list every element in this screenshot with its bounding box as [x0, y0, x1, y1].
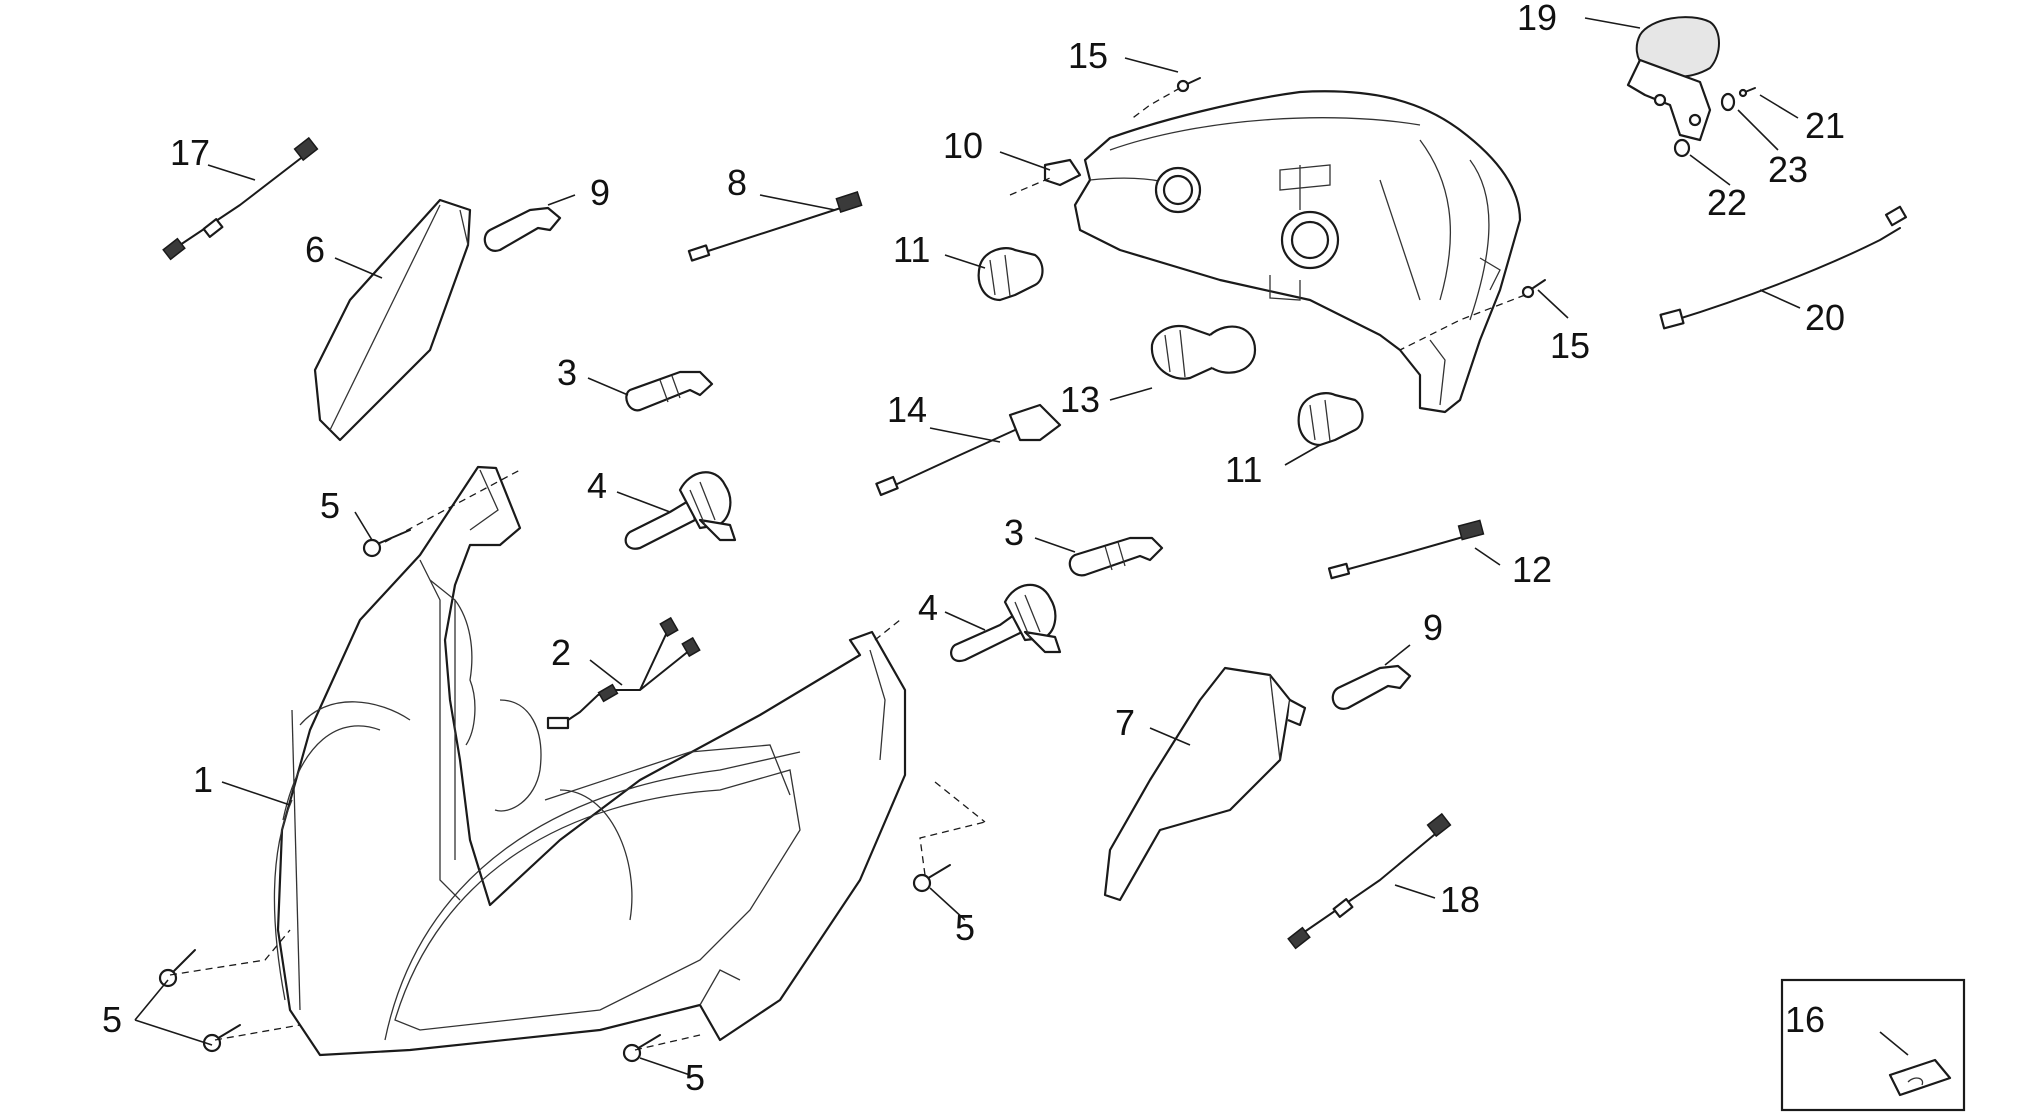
callout-4b: 4 — [918, 587, 938, 628]
callout-16: 16 — [1785, 999, 1825, 1040]
wire-8 — [687, 190, 863, 262]
stop-light-bulb — [1150, 324, 1257, 380]
headlight-housing — [273, 465, 907, 1057]
callout-22: 22 — [1707, 182, 1747, 223]
wire-12 — [1327, 519, 1485, 580]
assembly-lines — [169, 87, 1526, 1051]
callout-11a: 11 — [893, 229, 930, 270]
callout-20: 20 — [1805, 297, 1845, 338]
callout-9b: 9 — [1423, 607, 1443, 648]
screw-right-side — [1521, 279, 1546, 299]
indicator-lens-right — [1103, 666, 1307, 902]
callout-5d: 5 — [955, 907, 975, 948]
wiring-harness — [546, 616, 701, 730]
callout-9a: 9 — [590, 172, 610, 213]
callout-13: 13 — [1060, 379, 1100, 420]
callout-17: 17 — [170, 132, 210, 173]
callout-21: 21 — [1805, 105, 1845, 146]
callout-10: 10 — [943, 125, 983, 166]
callout-12: 12 — [1512, 549, 1552, 590]
indicator-bulb-lower — [1331, 664, 1412, 710]
screw-lower-center — [622, 1034, 661, 1063]
callout-2: 2 — [551, 632, 571, 673]
wire-14 — [875, 403, 1062, 497]
indicator-lens-left — [313, 198, 472, 442]
indicator-bulb-upper — [483, 206, 562, 252]
callout-4a: 4 — [587, 465, 607, 506]
bulb-socket-upper — [977, 247, 1044, 302]
small-screw-21 — [1738, 87, 1756, 98]
screw-upper-left — [362, 529, 411, 558]
callout-labels: 1 2 3 3 4 4 5 5 5 5 6 7 8 9 9 10 11 11 1… — [102, 0, 1845, 1098]
headlight-bulb-upper — [624, 471, 737, 550]
rear-housing — [1043, 90, 1522, 414]
callout-1: 1 — [193, 759, 213, 800]
screw-right-middle — [912, 864, 951, 893]
inset-box — [1780, 978, 1966, 1112]
callout-15a: 15 — [1068, 35, 1108, 76]
callout-11b: 11 — [1225, 449, 1262, 490]
nut-22 — [1673, 138, 1691, 158]
callout-6: 6 — [305, 229, 325, 270]
callout-5c: 5 — [685, 1057, 705, 1098]
screw-lower-left-1 — [158, 949, 196, 988]
screw-lower-left-2 — [202, 1024, 241, 1053]
callout-3b: 3 — [1004, 512, 1024, 553]
callout-5b: 5 — [102, 999, 122, 1040]
callout-23: 23 — [1768, 149, 1808, 190]
license-plate-light — [1626, 16, 1720, 142]
leader-lines — [134, 17, 1909, 1076]
wire-18 — [1287, 812, 1452, 950]
bulb-socket-lower — [1297, 392, 1364, 447]
bulb-small-upper — [625, 370, 714, 412]
callout-3a: 3 — [557, 352, 577, 393]
wire-20 — [1659, 205, 1908, 330]
headlight-bulb-lower — [950, 583, 1062, 663]
bulb-small-lower — [1068, 536, 1164, 577]
callout-15b: 15 — [1550, 325, 1590, 366]
callout-19: 19 — [1517, 0, 1557, 38]
wire-17 — [162, 136, 319, 261]
callout-7: 7 — [1115, 702, 1135, 743]
callout-8: 8 — [727, 162, 747, 203]
callout-5a: 5 — [320, 485, 340, 526]
washer-23 — [1720, 92, 1736, 112]
callout-14: 14 — [887, 389, 927, 430]
screw-top-right — [1176, 77, 1201, 93]
callout-18: 18 — [1440, 879, 1480, 920]
